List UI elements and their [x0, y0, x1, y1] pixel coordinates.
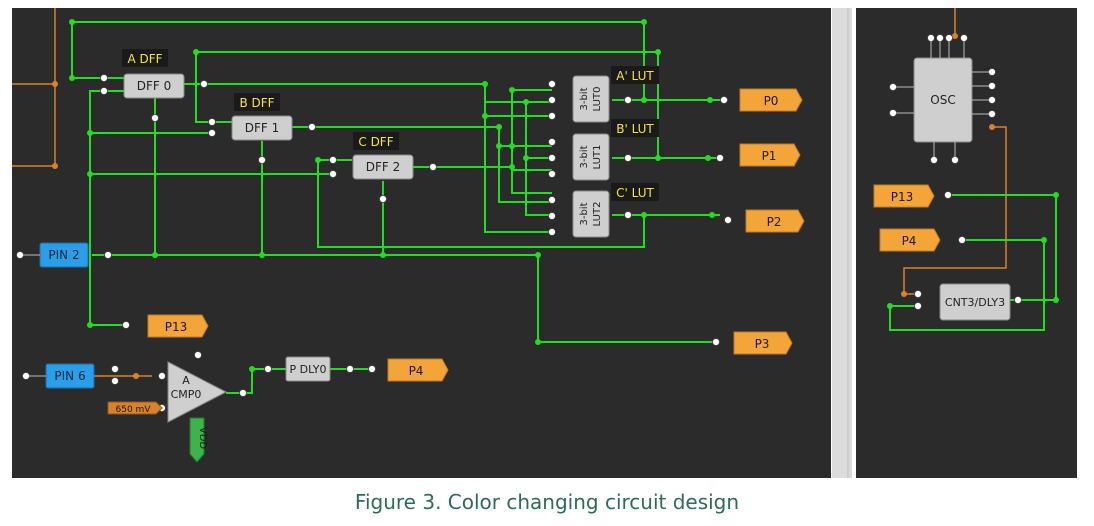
port-p4[interactable]: P4 — [387, 358, 449, 382]
lut2-bottom: LUT2 — [592, 202, 603, 227]
cmp-top-text: A — [182, 374, 190, 387]
port-p2-text: P2 — [767, 215, 782, 229]
cnt3-dly3-block[interactable]: CNT3/DLY3 — [939, 283, 1011, 321]
cmp-ref-text: 650 mV — [116, 405, 152, 415]
junction-dots — [69, 19, 1059, 372]
lut0-label-bg — [611, 66, 659, 84]
lut0-block[interactable]: 3-bit LUT0 — [572, 75, 610, 123]
lut2-top: 3-bit — [579, 202, 590, 225]
port-p13-text: P13 — [165, 320, 188, 334]
port-p4-text: P4 — [409, 364, 424, 378]
orange-dots — [52, 33, 995, 379]
pin2-block[interactable]: PIN 2 — [39, 242, 89, 268]
pdly0-block[interactable]: P DLY0 — [285, 356, 331, 382]
osc-text: OSC — [930, 93, 955, 107]
dff2-label-bg — [353, 132, 399, 150]
lut1-top: 3-bit — [579, 145, 590, 168]
dff2-block[interactable]: DFF 2 — [352, 154, 414, 180]
port-p3[interactable]: P3 — [733, 331, 793, 355]
port-p13-right-text: P13 — [891, 190, 914, 204]
cnt3-text: CNT3/DLY3 — [945, 296, 1005, 309]
dff0-label-bg — [122, 49, 168, 67]
osc-block[interactable]: OSC — [913, 57, 973, 143]
lut2-block[interactable]: 3-bit LUT2 — [572, 190, 610, 238]
pin2-text: PIN 2 — [48, 248, 79, 262]
pin-terminals — [16, 34, 1022, 412]
port-p4-right-text: P4 — [902, 234, 917, 248]
pin6-text: PIN 6 — [54, 369, 85, 383]
dff2-label: C DFF — [358, 135, 393, 149]
osc-leads — [896, 41, 989, 157]
port-p3-text: P3 — [755, 337, 770, 351]
port-p4-right[interactable]: P4 — [879, 228, 941, 252]
cmp-reference-tag[interactable]: 650 mV — [107, 401, 163, 415]
port-p2[interactable]: P2 — [745, 209, 805, 233]
port-p1-text: P1 — [762, 149, 777, 163]
vdd-tag[interactable]: VDD — [189, 417, 208, 463]
port-p1[interactable]: P1 — [739, 143, 801, 167]
dff1-block[interactable]: DFF 1 — [231, 115, 293, 141]
port-p0[interactable]: P0 — [739, 88, 803, 112]
cmp-bottom-text: CMP0 — [171, 388, 202, 401]
lut2-label-bg — [611, 183, 659, 201]
port-p13[interactable]: P13 — [147, 314, 209, 338]
dff1-text: DFF 1 — [245, 121, 280, 135]
comparator-acmp0[interactable]: A CMP0 — [167, 361, 228, 423]
pin6-block[interactable]: PIN 6 — [45, 363, 95, 389]
canvas-divider[interactable] — [832, 8, 852, 478]
lut1-block[interactable]: 3-bit LUT1 — [572, 133, 610, 181]
dff0-block[interactable]: DFF 0 — [123, 73, 185, 99]
dff1-label-bg — [234, 93, 280, 111]
figure-caption: Figure 3. Color changing circuit design — [354, 490, 740, 514]
vdd-text: VDD — [197, 427, 208, 450]
green-wires — [71, 21, 1057, 394]
pdly0-text: P DLY0 — [290, 363, 327, 376]
lut0-label: A' LUT — [616, 69, 654, 83]
lut1-label: B' LUT — [616, 122, 654, 136]
port-p0-text: P0 — [764, 94, 779, 108]
lut1-bottom: LUT1 — [592, 145, 603, 170]
lut2-label: C' LUT — [616, 186, 654, 200]
lut0-top: 3-bit — [579, 87, 590, 110]
port-p13-right[interactable]: P13 — [873, 184, 935, 208]
dff0-label: A DFF — [127, 52, 162, 66]
dff0-text: DFF 0 — [137, 79, 172, 93]
dff2-text: DFF 2 — [366, 160, 401, 174]
lut1-label-bg — [611, 119, 659, 137]
lut0-bottom: LUT0 — [592, 87, 603, 112]
dff1-label: B DFF — [239, 96, 274, 110]
